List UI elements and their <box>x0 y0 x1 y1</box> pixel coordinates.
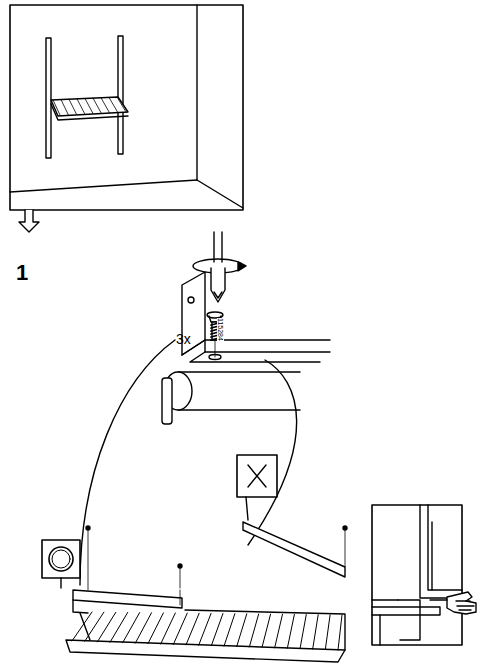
quantity-label: 3x <box>176 332 191 346</box>
overview-panel <box>10 5 243 210</box>
screw <box>207 312 223 357</box>
wrong-symbol <box>237 455 277 520</box>
step-arrow <box>19 210 39 232</box>
correct-symbol <box>42 540 80 588</box>
wire-shelf <box>66 522 347 662</box>
detail-inset <box>372 505 462 645</box>
step-number: 1 <box>16 262 28 284</box>
part-number: 115284 <box>217 318 224 341</box>
callout-arc <box>80 340 175 585</box>
callout-arc <box>248 360 297 545</box>
tube-rail <box>162 372 300 424</box>
pointing-hand <box>430 592 476 614</box>
bracket-plate <box>182 272 330 362</box>
